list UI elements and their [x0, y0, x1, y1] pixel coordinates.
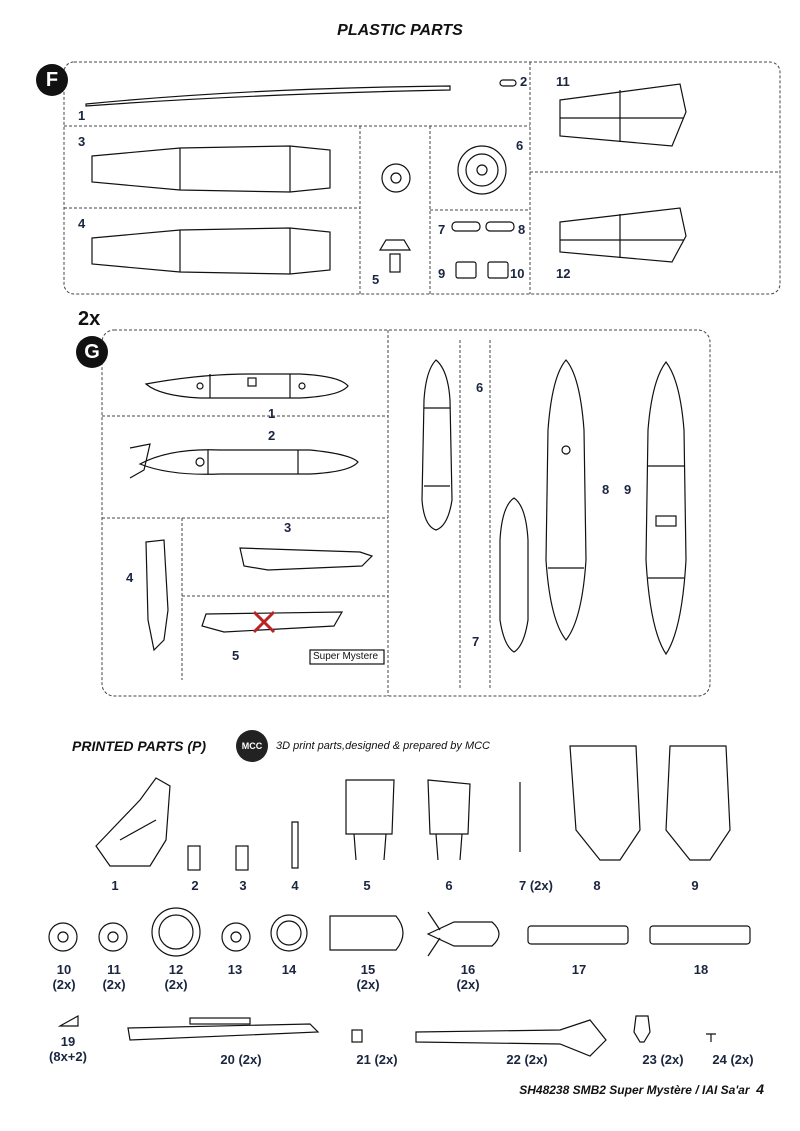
- printed-part-label-4: 4: [291, 878, 299, 893]
- printed-part-label-9: 9: [691, 878, 699, 893]
- sprue-f-part-6: 6: [516, 138, 524, 153]
- sprue-g-part-3: 3: [284, 520, 292, 535]
- sprue-f-part-2: 2: [520, 74, 528, 89]
- sprue-g-part-8: 8: [602, 482, 610, 497]
- printed-part-label-22: 22 (2x): [506, 1052, 548, 1067]
- footer-text: SH48238 SMB2 Super Mystère / IAI Sa'ar 4: [519, 1081, 764, 1097]
- printed-parts-heading: PRINTED PARTS (P): [72, 738, 207, 754]
- printed-part-label-15: 15 (2x): [356, 962, 380, 992]
- sprue-f-badge: F: [36, 64, 68, 96]
- page-title: PLASTIC PARTS: [337, 22, 463, 39]
- sprue-f-part-12: 12: [556, 266, 571, 281]
- sprue-f-part-9: 9: [438, 266, 446, 281]
- sprue-f-part-1: 1: [78, 108, 86, 123]
- sprue-g-part-4: 4: [126, 570, 134, 585]
- printed-part-label-2: 2: [191, 878, 199, 893]
- printed-part-label-21: 21 (2x): [356, 1052, 398, 1067]
- printed-part-label-17: 17: [571, 962, 587, 977]
- sprue-g-badge: G: [76, 336, 108, 368]
- sprue-f-part-3: 3: [78, 134, 86, 149]
- sprue-f-part-4: 4: [78, 216, 86, 231]
- printed-part-label-11: 11 (2x): [102, 962, 126, 992]
- printed-part-label-24: 24 (2x): [712, 1052, 754, 1067]
- sprue-f-part-10: 10: [510, 266, 525, 281]
- printed-part-label-13: 13: [227, 962, 243, 977]
- printed-parts-note: 3D print parts,designed & prepared by MC…: [276, 740, 490, 752]
- printed-part-label-16: 16 (2x): [456, 962, 480, 992]
- sprue-f-part-8: 8: [518, 222, 526, 237]
- sprue-g-part-9: 9: [624, 482, 632, 497]
- printed-part-label-14: 14: [281, 962, 297, 977]
- printed-part-label-3: 3: [239, 878, 247, 893]
- printed-part-label-1: 1: [111, 878, 119, 893]
- printed-part-label-7: 7 (2x): [519, 878, 553, 893]
- printed-part-label-12: 12 (2x): [164, 962, 188, 992]
- sprue-f-part-5: 5: [372, 272, 380, 287]
- printed-part-label-8: 8: [593, 878, 601, 893]
- printed-part-label-5: 5: [363, 878, 371, 893]
- sprue-g-part-2: 2: [268, 428, 276, 443]
- sprue-g-part-6: 6: [476, 380, 484, 395]
- sprue-g-multiplier: 2x: [78, 308, 101, 330]
- sprue-g-part-5: 5: [232, 648, 240, 663]
- sprue-g-part-7: 7: [472, 634, 480, 649]
- mcc-logo: MCC: [236, 730, 268, 762]
- printed-part-label-23: 23 (2x): [642, 1052, 684, 1067]
- sprue-f-part-11: 11: [556, 74, 570, 89]
- printed-part-label-20: 20 (2x): [220, 1052, 262, 1067]
- footer-model: SH48238 SMB2 Super Mystère / IAI Sa'ar: [519, 1083, 750, 1097]
- page-number: 4: [756, 1081, 764, 1097]
- printed-part-label-19: 19 (8x+2): [49, 1034, 87, 1064]
- sprue-f-part-7: 7: [438, 222, 446, 237]
- sprue-g-engraving: Super Mystere: [313, 651, 379, 662]
- printed-part-label-18: 18: [693, 962, 709, 977]
- printed-part-label-6: 6: [445, 878, 453, 893]
- printed-part-label-10: 10 (2x): [52, 962, 76, 992]
- sprue-g-part-1: 1: [268, 406, 276, 421]
